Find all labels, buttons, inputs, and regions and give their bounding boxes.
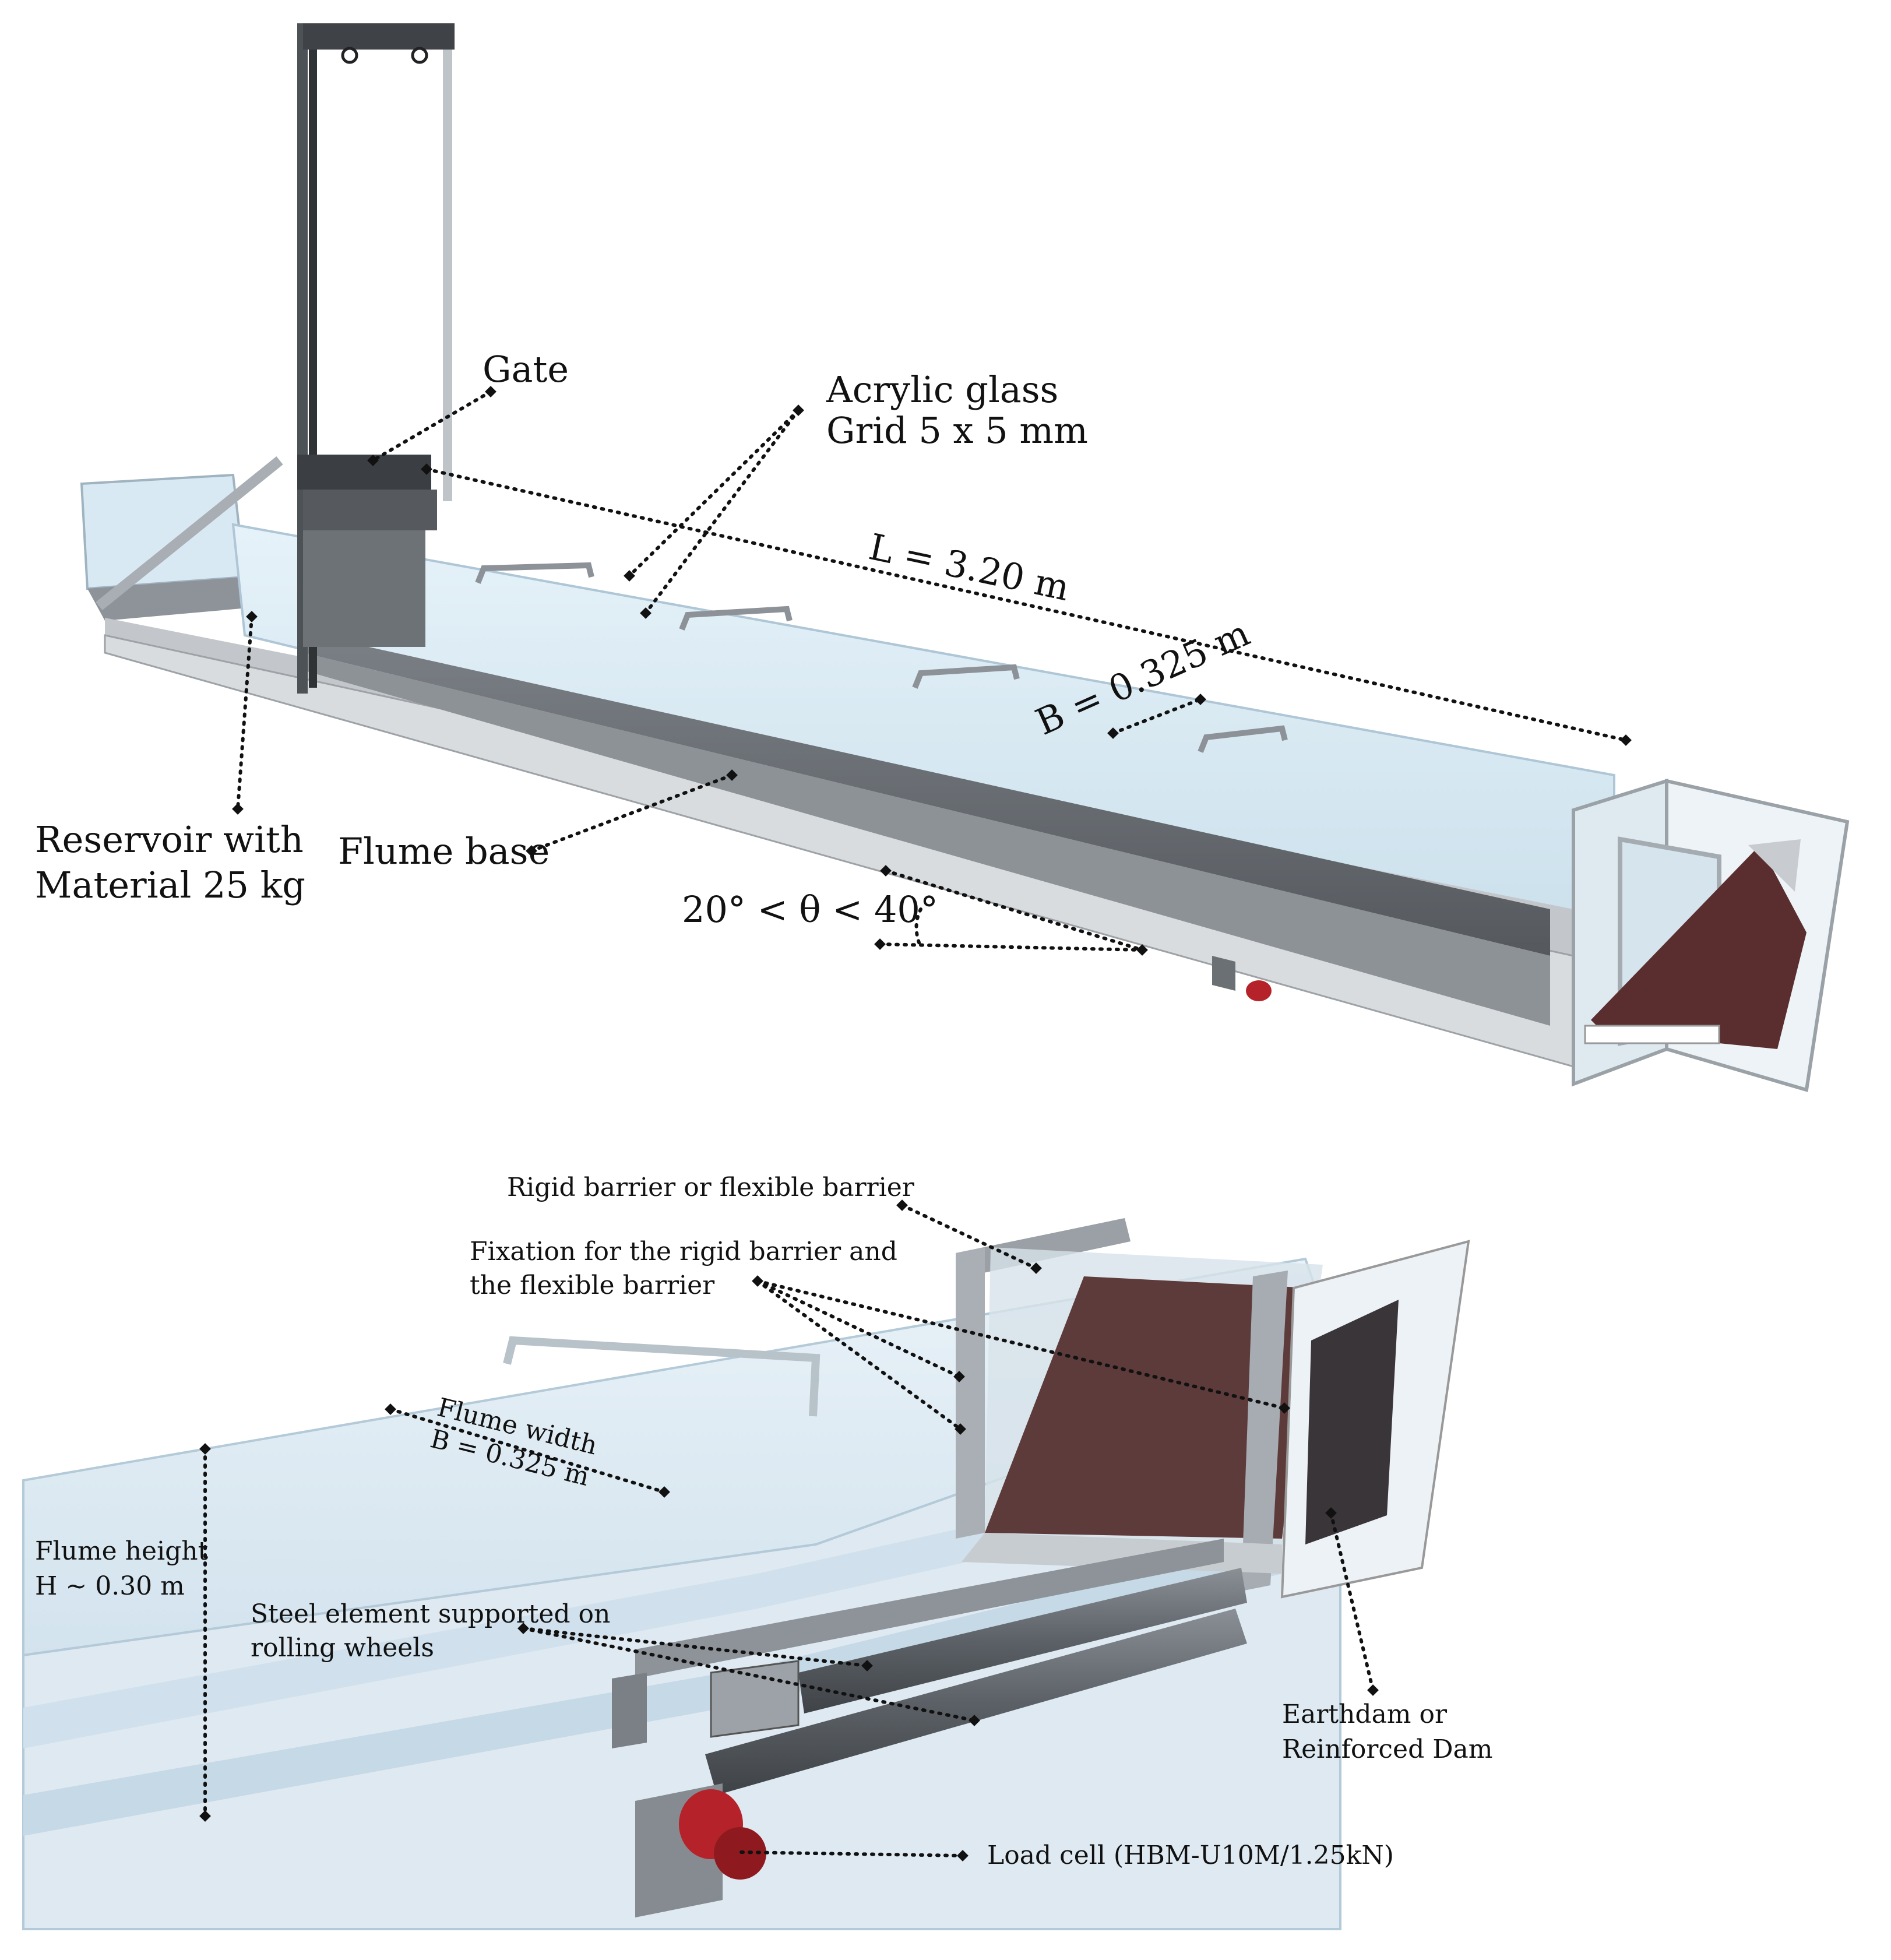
fixation-label-line2: the flexible barrier <box>470 1271 715 1300</box>
steel-label-line2: rolling wheels <box>251 1633 434 1663</box>
fixation-label-line1: Fixation for the rigid barrier and <box>470 1237 897 1266</box>
reservoir <box>80 456 283 621</box>
gate <box>297 23 455 694</box>
acrylic-label-line1: Acrylic glass <box>826 368 1058 411</box>
leader-nodes <box>199 386 1632 1862</box>
flume-height-label-line2: H ~ 0.30 m <box>35 1571 185 1601</box>
dam-label-line2: Reinforced Dam <box>1282 1734 1492 1764</box>
flume-base <box>104 618 1575 1068</box>
length-label: L = 3.20 m <box>865 525 1073 609</box>
barrier-box-top <box>1572 778 1850 1092</box>
leader-lines <box>203 390 1628 1857</box>
rail-clamps <box>475 562 1288 753</box>
barrier-detail <box>22 1218 1470 1930</box>
angle-label: 20° < θ < 40° <box>682 888 938 931</box>
flume-height-label-line1: Flume height <box>35 1536 209 1566</box>
steel-element <box>612 1539 1247 1917</box>
load-cell-label: Load cell (HBM-U10M/1.25kN) <box>987 1841 1394 1870</box>
rigid-barrier <box>956 1218 1470 1599</box>
reservoir-label-line1: Reservoir with <box>35 818 304 861</box>
flume-overview <box>80 23 1850 1092</box>
steel-label-line1: Steel element supported on <box>251 1599 610 1629</box>
barrier-label: Rigid barrier or flexible barrier <box>507 1173 915 1202</box>
gate-label: Gate <box>483 348 569 390</box>
flume-base-label: Flume base <box>338 830 550 872</box>
reservoir-label-line2: Material 25 kg <box>35 864 305 906</box>
acrylic-label-line2: Grid 5 x 5 mm <box>826 409 1088 452</box>
dam-label-line1: Earthdam or <box>1282 1699 1448 1729</box>
load-cell-small <box>1246 980 1272 1001</box>
